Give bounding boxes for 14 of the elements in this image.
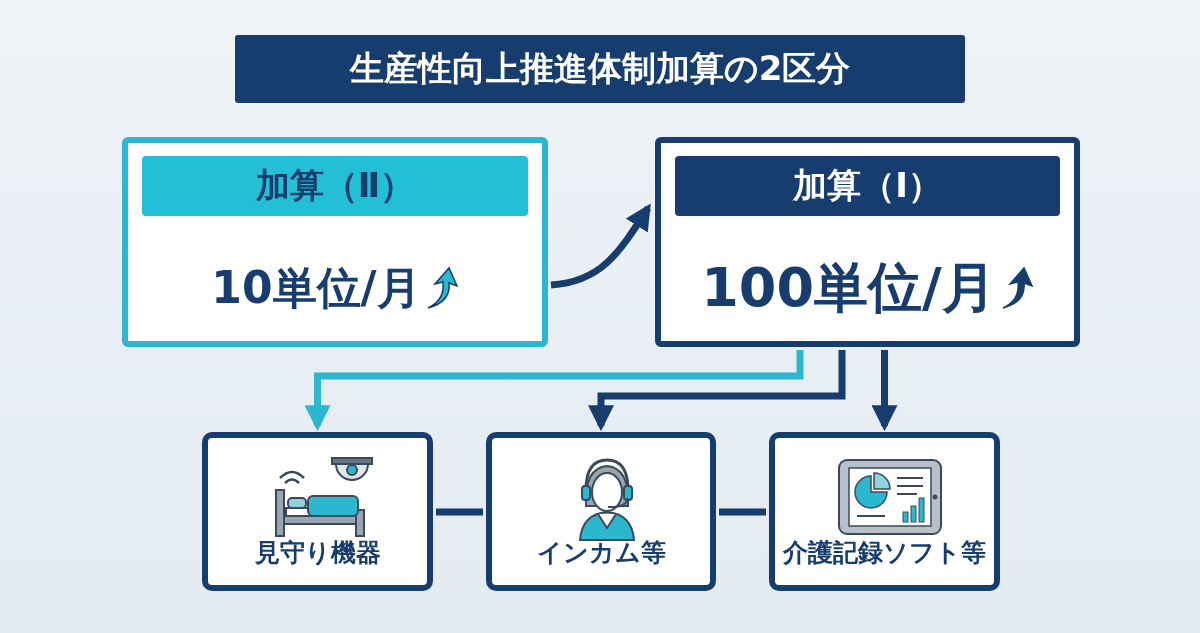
category-label: インカム等 [535,537,667,569]
category-label: 介護記録ソフト等 [782,537,987,569]
unit-value: 10単位/月 [211,260,421,315]
arrow [550,203,651,289]
category-box [769,432,1000,591]
plan-box [122,137,548,347]
plan-box [655,137,1080,347]
header-band: 加算（Ⅱ） [142,156,528,216]
category-box [486,432,716,591]
header-band: 加算（Ⅰ） [675,156,1060,216]
title-banner: 生産性向上推進体制加算の2区分 [235,35,965,103]
category-label: 見守り機器 [253,537,382,569]
unit-value: 100単位/月 [701,254,996,321]
category-box [202,432,433,591]
